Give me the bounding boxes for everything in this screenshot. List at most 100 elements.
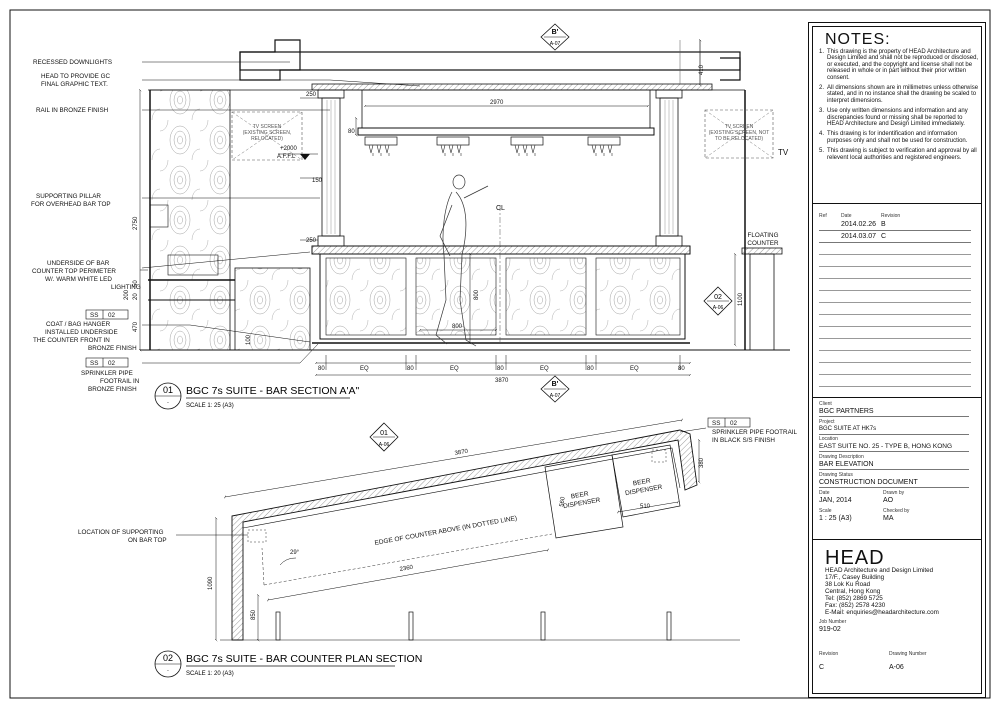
plan-dim-angle: 29° xyxy=(290,550,300,556)
svg-text:SS: SS xyxy=(712,420,720,427)
tv-left-line1: TV SCREEN xyxy=(253,124,282,130)
svg-text:02: 02 xyxy=(108,360,116,367)
label-counter-front: THE COUNTER FRONT IN xyxy=(33,337,110,344)
bar-elevation: RECESSED DOWNLIGHTS HEAD TO PROVIDE GC F… xyxy=(31,23,790,410)
label-bronze-finish-1: BRONZE FINISH xyxy=(88,345,137,352)
dim-800-v: 800 xyxy=(474,289,480,300)
elevation-title: 01 - BGC 7s SUITE - BAR SECTION A'A" SCA… xyxy=(154,382,359,410)
tv-label: TV xyxy=(778,148,789,157)
plan-dim-850: 850 xyxy=(251,609,257,620)
svg-text:B': B' xyxy=(552,381,559,388)
dim-2000: +2000 xyxy=(280,146,298,152)
label-head-gc: HEAD TO PROVIDE GC xyxy=(41,73,110,80)
dim-2750: 2750 xyxy=(133,216,139,230)
dim-800-h: 800 xyxy=(452,324,463,330)
plan-dim-1090: 1090 xyxy=(208,576,214,590)
tv-right-line3: TO BE RELOCATED) xyxy=(715,136,763,142)
tv-left-line3: RELOCATED) xyxy=(251,136,283,142)
plan-dim-510: 510 xyxy=(640,504,651,510)
sheet-border xyxy=(9,9,991,699)
beer-dispenser-1-l1: BEER xyxy=(570,490,589,500)
label-counter-perimeter: COUNTER TOP PERIMETER xyxy=(32,268,116,275)
dim-affl: A.F.F.L xyxy=(277,154,296,160)
svg-text:SS: SS xyxy=(90,360,98,367)
svg-text:A-06: A-06 xyxy=(713,305,724,311)
plan-marker-01: 01 A-06 xyxy=(369,422,399,452)
dim-80: 80 xyxy=(348,129,355,135)
label-overhead-bar-top: FOR OVERHEAD BAR TOP xyxy=(31,201,111,208)
section-marker-top: B' A-07 xyxy=(540,23,570,51)
beer-dispenser-1-l2: DISPENSER xyxy=(563,497,602,510)
label-final-graphic: FINAL GRAPHIC TEXT. xyxy=(41,81,108,88)
dim-20: 20 xyxy=(133,293,139,300)
dim-eq-3: EQ xyxy=(540,366,549,372)
section-marker-bottom: B' A-07 xyxy=(540,375,570,403)
beer-dispenser-2-l1: BEER xyxy=(632,477,651,487)
note-4: 4.This drawing is for indentification an… xyxy=(819,131,968,144)
dim-eq-1: EQ xyxy=(360,366,369,372)
label-lighting: LIGHTING xyxy=(111,284,141,291)
svg-text:A-06: A-06 xyxy=(379,442,390,448)
svg-text:02: 02 xyxy=(730,420,738,427)
dim-150: 150 xyxy=(312,178,323,184)
label-supporting-pillar: SUPPORTING PILLAR xyxy=(36,193,101,200)
svg-text:02: 02 xyxy=(108,312,116,319)
note-3: 3.Use only written dimensions and inform… xyxy=(819,108,968,128)
title-block: NOTES: 1.This drawing is the property of… xyxy=(808,22,986,698)
label-led: W/. WARM WHITE LED xyxy=(45,276,112,283)
svg-text:SS: SS xyxy=(90,312,98,319)
notes-title: NOTES: xyxy=(825,31,891,48)
dim-3870: 3870 xyxy=(495,378,509,384)
dim-80-3: 80 xyxy=(497,366,504,372)
label-rail-bronze: RAIL IN BRONZE FINISH xyxy=(36,107,109,114)
dim-410: 410 xyxy=(699,64,705,75)
dim-80-1: 80 xyxy=(318,366,325,372)
ss-tag-plan: SS 02 xyxy=(707,417,751,428)
plan-label-sprinkler-2: IN BLACK S/S FINISH xyxy=(712,437,775,444)
dim-2970: 2970 xyxy=(490,100,504,106)
plan-dim-560: 560 xyxy=(559,496,567,508)
svg-text:-: - xyxy=(167,400,169,406)
svg-text:A-07: A-07 xyxy=(550,393,561,399)
svg-text:02: 02 xyxy=(163,653,173,663)
dim-1100: 1100 xyxy=(738,292,744,306)
dim-80-2: 80 xyxy=(407,366,414,372)
label-installed-underside: INSTALLED UNDERSIDE xyxy=(45,329,118,336)
plan-label-sprinkler-1: SPRINKLER PIPE FOOTRAIL xyxy=(712,429,798,436)
head-logo: HEAD xyxy=(825,547,885,569)
dim-250b: 250 xyxy=(306,238,317,244)
note-1: 1.This drawing is the property of HEAD A… xyxy=(819,49,979,81)
label-coat-hanger: COAT / BAG HANGER xyxy=(46,321,111,328)
label-sprinkler-pipe: SPRINKLER PIPE xyxy=(81,370,133,377)
dim-470: 470 xyxy=(133,321,139,332)
bar-counter-plan: 3870 2360 1090 850 380 510 560 29° EDGE … xyxy=(78,417,798,678)
plan-label-support-2: ON BAR TOP xyxy=(128,537,167,544)
label-footrail-in: FOOTRAIL IN xyxy=(100,378,140,385)
label-underside-bar: UNDERSIDE OF BAR xyxy=(47,260,110,267)
svg-text:01: 01 xyxy=(380,430,388,437)
svg-text:02: 02 xyxy=(714,294,722,301)
elevation-marker-02: 02 A-06 xyxy=(703,286,733,316)
svg-text:B': B' xyxy=(552,29,559,36)
ss-tag-elev-1: SS 02 xyxy=(85,309,129,320)
dim-200: 200 xyxy=(124,289,130,300)
plan-title-text: BGC 7s SUITE - BAR COUNTER PLAN SECTION xyxy=(186,653,422,665)
dim-50: 50 xyxy=(133,280,139,287)
plan-dim-2360: 2360 xyxy=(399,565,414,573)
plan-scale: SCALE 1: 20 (A3) xyxy=(186,671,234,677)
elevation-scale: SCALE 1: 25 (A3) xyxy=(186,403,234,409)
tv-left-line2: (EXISTING SCREEN, xyxy=(243,130,292,136)
title-block-inner: NOTES: 1.This drawing is the property of… xyxy=(812,26,982,694)
